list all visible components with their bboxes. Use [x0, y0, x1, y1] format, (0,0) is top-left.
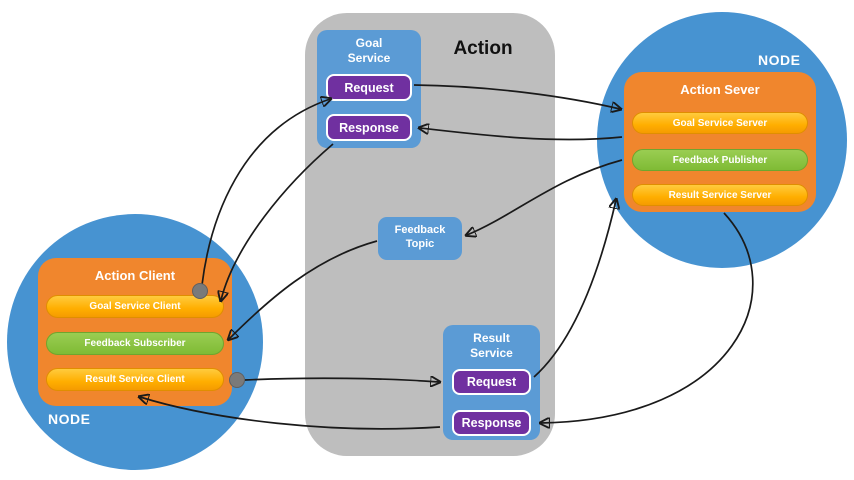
- connector-dot-result-client: [229, 372, 245, 388]
- goal-response-box: Response: [326, 114, 412, 141]
- feedback-subscriber-pill: Feedback Subscriber: [46, 332, 224, 355]
- server-node-label: NODE: [758, 52, 801, 68]
- connector-dot-goal-client: [192, 283, 208, 299]
- result-request-box: Request: [452, 369, 531, 395]
- result-service-client-pill: Result Service Client: [46, 368, 224, 391]
- action-title: Action: [453, 38, 513, 59]
- goal-service-title: Goal Service: [317, 36, 421, 66]
- goal-service-box: Goal Service Request Response: [317, 30, 421, 148]
- result-response-box: Response: [452, 410, 531, 436]
- result-service-title: Result Service: [443, 331, 540, 361]
- goal-request-box: Request: [326, 74, 412, 101]
- goal-service-title-text: Goal Service: [347, 36, 391, 65]
- client-node-label: NODE: [48, 411, 91, 427]
- goal-service-server-pill: Goal Service Server: [632, 112, 808, 134]
- action-client-box: Action Client Goal Service Client Feedba…: [38, 258, 232, 406]
- feedback-topic-title: Feedback Topic: [378, 223, 462, 251]
- goal-service-client-pill: Goal Service Client: [46, 295, 224, 318]
- feedback-topic-box: Feedback Topic: [378, 217, 462, 260]
- result-service-title-text: Result Service: [470, 331, 513, 360]
- action-client-title: Action Client: [94, 268, 176, 283]
- action-server-box: Action Sever Goal Service Server Feedbac…: [624, 72, 816, 212]
- result-service-box: Result Service Request Response: [443, 325, 540, 440]
- feedback-publisher-pill: Feedback Publisher: [632, 149, 808, 171]
- result-service-server-pill: Result Service Server: [632, 184, 808, 206]
- action-server-title: Action Sever: [680, 82, 760, 97]
- feedback-topic-title-text: Feedback Topic: [394, 224, 446, 250]
